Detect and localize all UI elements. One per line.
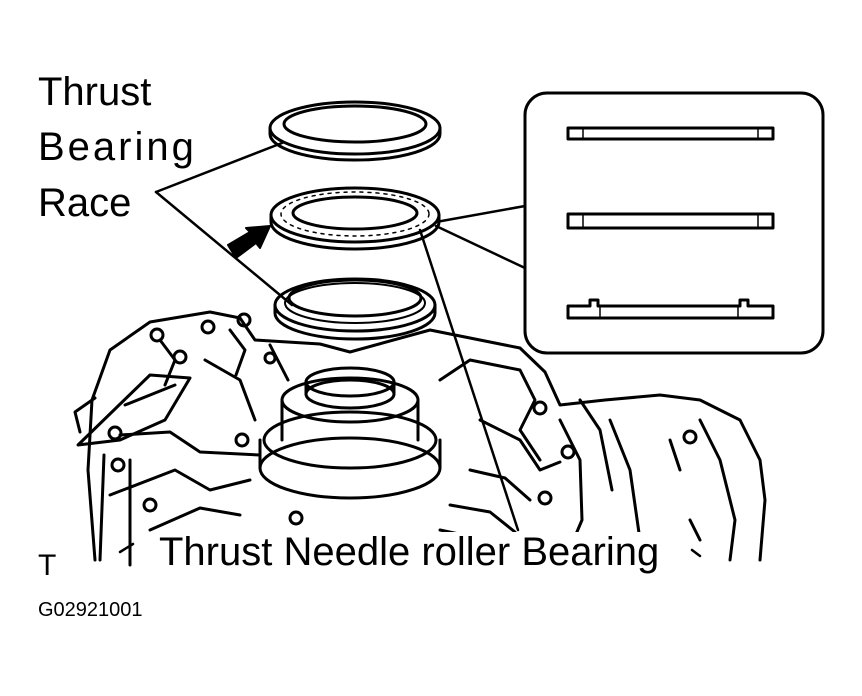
thrust-bearing-race-upper — [268, 100, 442, 162]
section-needle-bearing — [566, 212, 775, 230]
cross-section-detail — [523, 91, 825, 355]
leader-lines — [154, 141, 527, 532]
label-race-line3: Race — [38, 181, 132, 225]
section-race-lower — [566, 298, 775, 320]
thrust-bearing-race-lower — [273, 277, 437, 341]
section-race-upper — [566, 126, 775, 141]
label-race-line2: Bearing — [38, 125, 197, 169]
transmission-housing — [73, 310, 767, 567]
label-race-line1: Thrust — [38, 70, 152, 114]
label-thrust-needle-roller-bearing: Thrust Needle roller Bearing — [155, 532, 664, 572]
figure-code: G02921001 — [38, 599, 143, 621]
thrust-needle-roller-bearing — [269, 186, 441, 251]
corner-mark: T — [38, 549, 57, 582]
arrow-right-icon — [227, 225, 271, 259]
